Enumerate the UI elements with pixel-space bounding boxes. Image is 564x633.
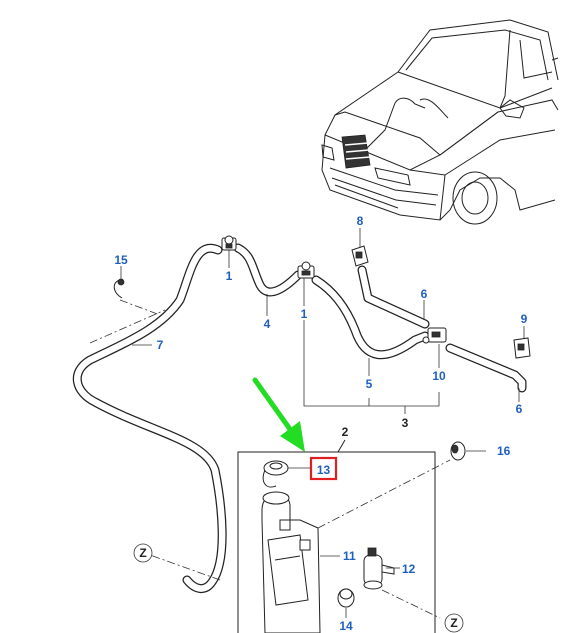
callout-11: 11 xyxy=(343,549,356,563)
reservoir-11 xyxy=(261,491,321,633)
callout-6-upper: 6 xyxy=(421,287,428,301)
ref-marker-z-left-label: Z xyxy=(139,546,146,560)
callout-7: 7 xyxy=(157,338,164,352)
nozzle-9 xyxy=(513,337,531,359)
ref-marker-z-right: Z xyxy=(444,613,464,633)
callout-8: 8 xyxy=(357,214,364,228)
grommet-16 xyxy=(450,441,466,461)
connector-10 xyxy=(422,327,447,344)
callout-3: 3 xyxy=(402,416,409,430)
callout-1-center: 1 xyxy=(301,307,308,321)
green-pointer-arrow xyxy=(252,377,305,452)
callouts: 15 1 4 1 8 6 9 7 5 10 6 3 2 16 11 12 14 xyxy=(114,214,527,633)
grille xyxy=(341,134,371,169)
connector-1-center xyxy=(297,261,315,279)
callout-12: 12 xyxy=(402,562,416,576)
grommet-14 xyxy=(337,588,355,608)
highlight-box-13: 13 xyxy=(309,456,338,481)
ref-marker-z-right-label: Z xyxy=(450,616,457,630)
callout-1-left: 1 xyxy=(226,269,233,283)
reservoir-group xyxy=(237,439,436,633)
callout-13: 13 xyxy=(317,463,331,477)
pump-12 xyxy=(363,547,395,590)
callout-5: 5 xyxy=(366,377,373,391)
callout-6-lower: 6 xyxy=(516,402,523,416)
callout-2: 2 xyxy=(342,425,349,439)
callout-4: 4 xyxy=(264,317,271,331)
vehicle-illustration xyxy=(321,19,559,225)
clip-15 xyxy=(113,278,125,299)
nozzle-8 xyxy=(351,245,369,267)
leader-lines xyxy=(120,228,525,618)
connector-1-left xyxy=(221,235,237,251)
phantom-lines xyxy=(89,299,451,619)
callout-10: 10 xyxy=(432,369,446,383)
callout-9: 9 xyxy=(521,312,528,326)
callout-15: 15 xyxy=(114,253,128,267)
ref-marker-z-left: Z xyxy=(133,543,153,563)
callout-14: 14 xyxy=(339,619,353,633)
hose-routing xyxy=(72,243,527,593)
cap-13 xyxy=(262,460,289,488)
callout-16: 16 xyxy=(497,444,511,458)
